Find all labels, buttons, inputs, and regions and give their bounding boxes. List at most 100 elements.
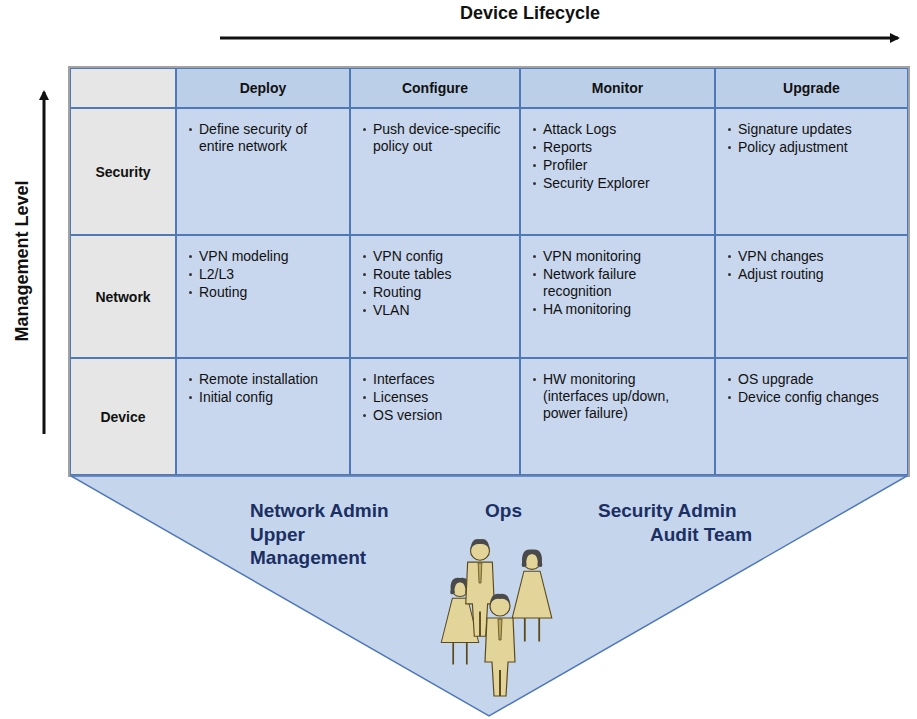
role-label: Network Admin — [250, 499, 389, 522]
bullet-dot — [533, 146, 536, 149]
column-header: Upgrade — [783, 80, 840, 96]
bullet-dot — [728, 396, 731, 399]
table-cell: Upgrade — [715, 68, 908, 108]
bullet-dot — [189, 291, 192, 294]
level-arrow — [43, 92, 46, 434]
person-figure — [485, 594, 515, 696]
person-body — [512, 571, 552, 618]
bullet-dot — [363, 396, 366, 399]
cell-text: Initial config — [199, 389, 337, 406]
cell-text: Remote installation — [199, 371, 337, 388]
table-cell: Deploy — [176, 68, 350, 108]
bullet-dot — [728, 128, 731, 131]
bullet-item: VPN monitoring — [533, 248, 702, 265]
bullet-dot — [533, 182, 536, 185]
bullet-dot — [363, 309, 366, 312]
row-header: Device — [100, 409, 145, 425]
bullet-item: Push device-specific policy out — [363, 121, 507, 155]
cell-text: OS version — [373, 407, 507, 424]
bullet-item: OS upgrade — [728, 371, 895, 388]
role-label: Upper Management — [250, 523, 375, 569]
bullet-dot — [728, 255, 731, 258]
person-legs — [525, 618, 539, 641]
cell-text: Licenses — [373, 389, 507, 406]
bullet-item: Licenses — [363, 389, 507, 406]
bullet-item: Adjust routing — [728, 266, 895, 283]
cell-text: HW monitoring (interfaces up/down, power… — [543, 371, 702, 422]
bullet-dot — [533, 273, 536, 276]
bullet-item: VPN changes — [728, 248, 895, 265]
cell-text: OS upgrade — [738, 371, 895, 388]
bullet-dot — [363, 378, 366, 381]
table-cell: OS upgradeDevice config changes — [715, 358, 908, 475]
bullet-dot — [533, 255, 536, 258]
table-cell: Monitor — [520, 68, 715, 108]
bullet-dot — [533, 164, 536, 167]
axis-label: Management Level — [11, 161, 33, 361]
cell-text: VPN config — [373, 248, 507, 265]
bullet-dot — [189, 273, 192, 276]
bullet-item: HW monitoring (interfaces up/down, power… — [533, 371, 702, 422]
role-label: Ops — [485, 499, 522, 522]
column-header: Configure — [402, 80, 468, 96]
table-cell: InterfacesLicensesOS version — [350, 358, 520, 475]
person-tie — [498, 619, 502, 640]
cell-text: Profiler — [543, 157, 702, 174]
table-cell: Device — [70, 358, 176, 475]
bullet-dot — [728, 378, 731, 381]
bullet-item: Routing — [363, 284, 507, 301]
table-cell: Network — [70, 235, 176, 358]
table-cell: VPN monitoringNetwork failure recognitio… — [520, 235, 715, 358]
cell-text: Signature updates — [738, 121, 895, 138]
table-cell: VPN configRoute tablesRoutingVLAN — [350, 235, 520, 358]
cell-text: Interfaces — [373, 371, 507, 388]
cell-text: Routing — [199, 284, 337, 301]
bullet-dot — [533, 378, 536, 381]
table-cell: VPN changesAdjust routing — [715, 235, 908, 358]
bullet-item: Reports — [533, 139, 702, 156]
bullet-item: Signature updates — [728, 121, 895, 138]
triangle-shape — [71, 476, 907, 716]
bullet-dot — [363, 273, 366, 276]
person-figure — [512, 549, 552, 641]
bullet-dot — [189, 378, 192, 381]
person-tie — [478, 563, 482, 583]
cell-text: Define security of entire network — [199, 121, 337, 155]
bullet-item: Remote installation — [189, 371, 337, 388]
bullet-item: L2/L3 — [189, 266, 337, 283]
bullet-item: Profiler — [533, 157, 702, 174]
bullet-item: VPN config — [363, 248, 507, 265]
bullet-dot — [189, 396, 192, 399]
table-cell: Signature updatesPolicy adjustment — [715, 108, 908, 235]
cell-text: Device config changes — [738, 389, 895, 406]
cell-text: L2/L3 — [199, 266, 337, 283]
bullet-dot — [363, 255, 366, 258]
bullet-item: Network failure recognition — [533, 266, 702, 300]
bullet-item: VLAN — [363, 302, 507, 319]
bullet-dot — [363, 128, 366, 131]
bullet-dot — [363, 291, 366, 294]
bullet-dot — [533, 308, 536, 311]
cell-text: Push device-specific policy out — [373, 121, 507, 155]
column-header: Deploy — [240, 80, 287, 96]
cell-text: Policy adjustment — [738, 139, 895, 156]
bullet-dot — [728, 146, 731, 149]
bullet-item: Interfaces — [363, 371, 507, 388]
bullet-item: HA monitoring — [533, 301, 702, 318]
table-cell: Configure — [350, 68, 520, 108]
bullet-item: VPN modeling — [189, 248, 337, 265]
bullet-dot — [533, 128, 536, 131]
person-body — [485, 618, 515, 696]
bullet-dot — [728, 273, 731, 276]
lifecycle-arrow — [220, 37, 898, 40]
table-cell: Security — [70, 108, 176, 235]
cell-text: VLAN — [373, 302, 507, 319]
cell-text: Reports — [543, 139, 702, 156]
person-legs — [499, 670, 501, 696]
cell-text: Routing — [373, 284, 507, 301]
cell-text: Route tables — [373, 266, 507, 283]
row-header: Network — [95, 289, 150, 305]
person-hair — [471, 539, 490, 549]
role-label: Security Admin — [598, 499, 737, 522]
person-legs — [453, 643, 467, 665]
